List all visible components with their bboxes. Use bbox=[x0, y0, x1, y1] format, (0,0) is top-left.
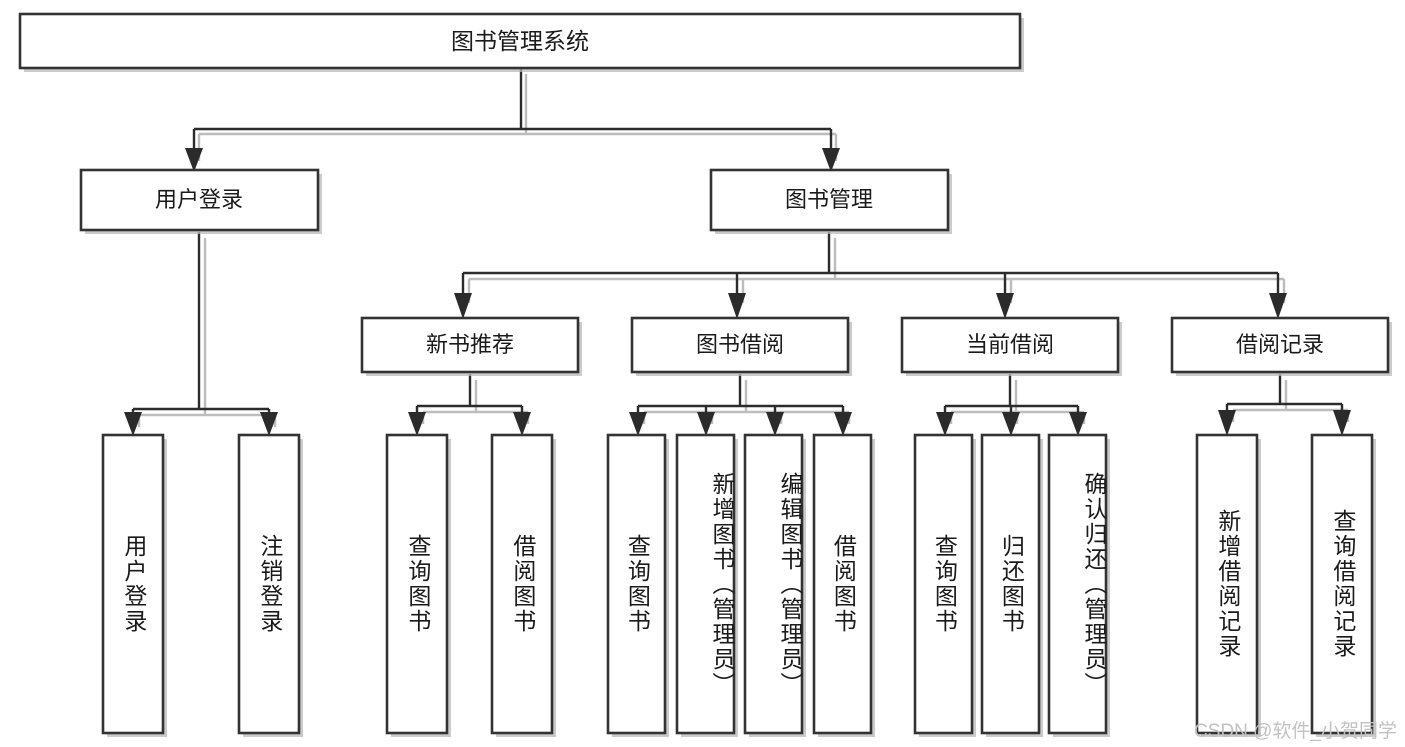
csdn-watermark: CSDN @软件_小贺同学 bbox=[1194, 721, 1397, 742]
leaf-label-br-add-record: 新增借阅记录 bbox=[1214, 509, 1241, 659]
node-book-management[interactable]: 图书管理 bbox=[709, 168, 952, 234]
arrow-head-cb-leaf-3 bbox=[1069, 412, 1087, 436]
leaf-label-cb-confirm-return: 确认归还（管理员） bbox=[1081, 471, 1107, 697]
leaf-label-br-query-record: 查询借阅记录 bbox=[1329, 509, 1356, 659]
arrow-head-borrow-record bbox=[1269, 293, 1287, 319]
leaf-box-bb-query-book[interactable] bbox=[606, 433, 667, 735]
arrow-head-new-book bbox=[454, 293, 472, 319]
arrow-head-bb-leaf-4 bbox=[834, 412, 852, 436]
leaf-label-bb-query-book: 查询图书 bbox=[624, 534, 651, 634]
arrow-head-bb-leaf-3 bbox=[766, 412, 784, 436]
arrow-head-user-login bbox=[185, 148, 203, 172]
arrow-head-current-borrow bbox=[996, 293, 1014, 319]
leaf-boxes bbox=[101, 433, 1376, 737]
leaf-label-cb-query-book: 查询图书 bbox=[931, 534, 958, 634]
node-book-borrow[interactable]: 图书借阅 bbox=[630, 316, 852, 376]
node-user-login-label: 用户登录 bbox=[155, 187, 243, 212]
leaf-label-bb-edit-book: 编辑图书（管理员） bbox=[777, 471, 803, 697]
node-book-management-label: 图书管理 bbox=[785, 187, 873, 212]
leaf-box-bb-borrow-book[interactable] bbox=[812, 433, 873, 735]
leaf-box-logout[interactable] bbox=[237, 433, 301, 735]
node-user-login[interactable]: 用户登录 bbox=[79, 168, 322, 234]
connector-bookborrow-to-leaves bbox=[629, 374, 852, 436]
node-new-book-recommend[interactable]: 新书推荐 bbox=[360, 316, 582, 376]
leaf-box-nb-borrow-book[interactable] bbox=[490, 433, 554, 735]
leaf-label-bb-add-book: 新增图书（管理员） bbox=[709, 471, 735, 697]
leaf-label-cb-return-book: 归还图书 bbox=[998, 534, 1025, 634]
leaf-label-bb-borrow-book: 借阅图书 bbox=[830, 534, 857, 634]
leaf-box-br-query-record[interactable] bbox=[1310, 433, 1374, 735]
arrow-head-cb-leaf-2 bbox=[1002, 412, 1020, 436]
arrow-head-bb-leaf-1 bbox=[629, 412, 647, 436]
node-current-borrow-label: 当前借阅 bbox=[966, 332, 1054, 357]
arrow-head-nb-leaf-1 bbox=[408, 412, 426, 436]
leaf-box-bb-edit-book[interactable] bbox=[743, 433, 804, 735]
leaf-box-bb-add-book[interactable] bbox=[675, 433, 736, 735]
arrow-head-book-borrow bbox=[728, 293, 746, 319]
connector-currentborrow-to-leaves bbox=[936, 374, 1087, 436]
connector-booklogin-to-leaves bbox=[124, 232, 278, 436]
arrow-head-leaf-logout bbox=[260, 412, 278, 436]
leaf-label-nb-borrow-book: 借阅图书 bbox=[509, 534, 536, 634]
arrow-head-nb-leaf-2 bbox=[513, 412, 531, 436]
connector-bookmanage-to-level2 bbox=[454, 232, 1287, 319]
leaf-box-nb-query-book[interactable] bbox=[385, 433, 449, 735]
leaf-box-br-add-record[interactable] bbox=[1195, 433, 1259, 735]
leaf-box-user-login[interactable] bbox=[101, 433, 165, 735]
arrow-head-cb-leaf-1 bbox=[936, 412, 954, 436]
leaf-label-nb-query-book: 查询图书 bbox=[404, 534, 431, 634]
node-borrow-record-label: 借阅记录 bbox=[1236, 332, 1324, 357]
leaf-label-user-login: 用户登录 bbox=[120, 534, 147, 634]
node-new-book-recommend-label: 新书推荐 bbox=[426, 332, 514, 357]
arrow-head-bb-leaf-2 bbox=[697, 412, 715, 436]
node-root-book-management-system[interactable]: 图书管理系统 bbox=[18, 12, 1024, 72]
leaf-box-cb-query-book[interactable] bbox=[913, 433, 974, 735]
arrow-head-br-leaf-1 bbox=[1218, 410, 1236, 436]
arrow-head-br-leaf-2 bbox=[1333, 410, 1351, 436]
connector-borrowrecord-to-leaves bbox=[1218, 374, 1351, 436]
connector-newbook-to-leaves bbox=[408, 374, 531, 436]
leaf-box-cb-confirm-return[interactable] bbox=[1047, 433, 1108, 735]
arrow-head-leaf-user-login bbox=[124, 412, 142, 436]
node-current-borrow[interactable]: 当前借阅 bbox=[900, 316, 1122, 376]
leaf-label-logout: 注销登录 bbox=[256, 534, 283, 634]
arrow-head-book-manage bbox=[822, 148, 840, 172]
root-label: 图书管理系统 bbox=[451, 28, 589, 54]
leaf-box-cb-return-book[interactable] bbox=[980, 433, 1041, 735]
node-borrow-record[interactable]: 借阅记录 bbox=[1170, 316, 1392, 376]
node-book-borrow-label: 图书借阅 bbox=[696, 332, 784, 357]
connector-root-to-level1 bbox=[185, 69, 840, 172]
